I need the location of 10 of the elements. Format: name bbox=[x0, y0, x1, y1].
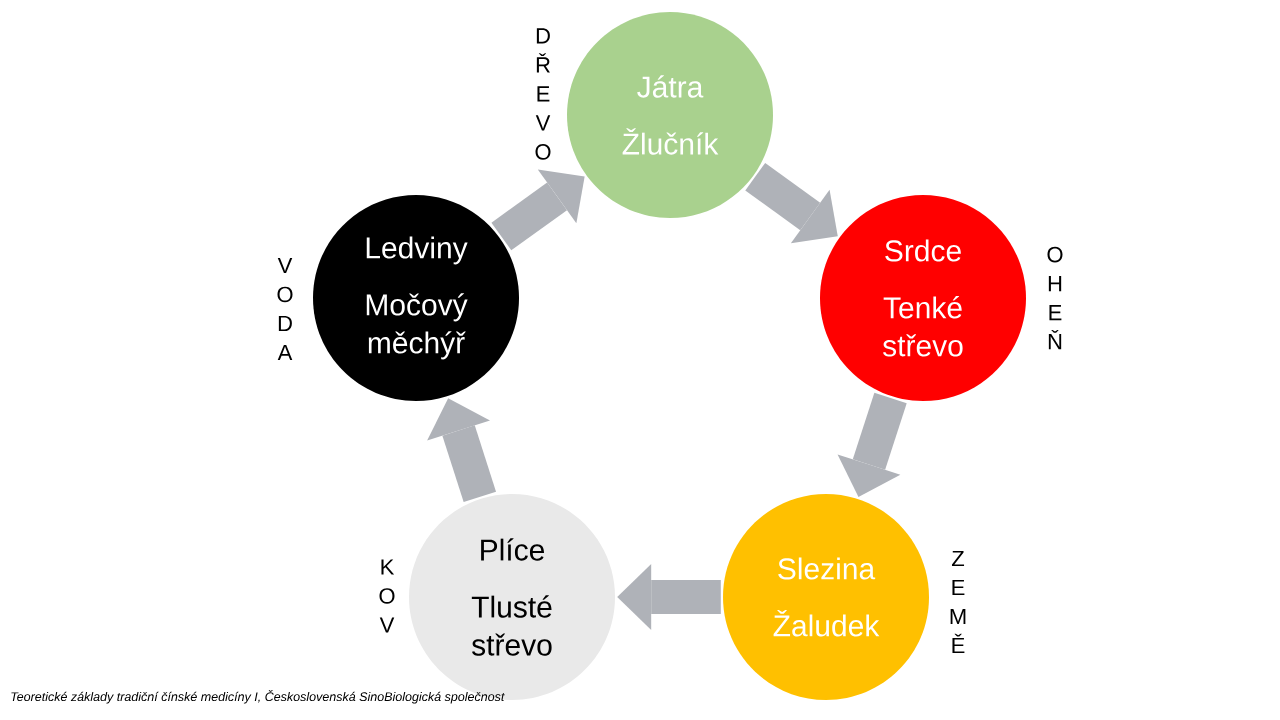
vertical-label: KOV bbox=[379, 559, 395, 633]
block-arrow bbox=[837, 392, 907, 497]
block-arrow bbox=[427, 398, 497, 503]
vertical-label: OHEŇ bbox=[1047, 246, 1063, 350]
vertical-label: VODA bbox=[277, 257, 293, 361]
vertical-label: DŘEVO bbox=[535, 28, 551, 160]
block-arrow bbox=[491, 169, 585, 251]
vertical-label: ZEMĚ bbox=[950, 550, 966, 654]
block-arrow bbox=[617, 564, 721, 630]
block-arrow bbox=[745, 162, 838, 244]
